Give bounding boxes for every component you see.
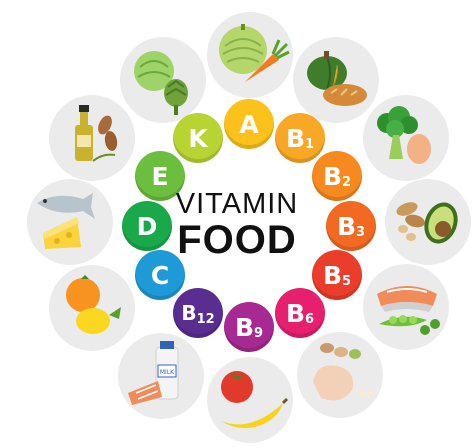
orange-lemon-illustration <box>66 275 121 334</box>
vitamin-b3-letter: B <box>336 211 356 241</box>
vitamin-b6-letter: B <box>285 298 305 328</box>
vitamin-b5-letter: B <box>322 260 342 290</box>
tomato-banana-illustration <box>221 371 289 429</box>
vitamin-b12-sub: 12 <box>196 311 215 327</box>
vitamin-d-letter: D <box>136 211 158 241</box>
oil-almonds-illustration <box>75 105 118 162</box>
title-line-vitamin: VITAMIN <box>175 188 299 220</box>
vitamin-k-badge: K <box>173 113 223 163</box>
food-circle-peanuts-avocado <box>385 179 471 265</box>
pumpkin-bread-illustration <box>307 51 367 106</box>
cabbage-artichoke-illustration <box>134 51 188 115</box>
title-line-food: FOOD <box>177 218 297 262</box>
vitamin-a-badge: A <box>224 99 274 149</box>
center-title: VITAMIN FOOD <box>176 188 298 260</box>
peanuts-avocado-illustration <box>396 202 458 244</box>
vitamin-b6-sub: 6 <box>305 311 315 327</box>
vitamin-k-letter: K <box>188 123 208 153</box>
food-circle-cheese-fish <box>27 179 113 265</box>
vitamin-b9-sub: 9 <box>254 325 264 341</box>
food-circle-nuts-chicken <box>297 332 383 418</box>
food-circle-broccoli-egg <box>363 95 449 181</box>
food-circle-oil-almonds <box>49 95 135 181</box>
food-circle-milk-fish: MILK <box>118 333 204 419</box>
food-circle-salmon-peas <box>363 264 449 350</box>
vitamin-b3-sub: 3 <box>356 224 366 240</box>
food-circle-melon-carrot <box>207 12 293 98</box>
food-circle-pumpkin-bread <box>293 37 379 123</box>
vitamin-d-badge: D <box>122 201 172 251</box>
cheese-fish-illustration <box>37 193 95 249</box>
milk-fish-illustration: MILK <box>128 341 179 405</box>
vitamin-b1-letter: B <box>285 123 305 153</box>
vitamin-b12-letter: B <box>181 301 197 325</box>
food-circle-cabbage-artichoke <box>120 37 206 123</box>
vitamin-e-badge: E <box>135 151 185 201</box>
vitamin-e-letter: E <box>151 161 169 191</box>
milk-label: MILK <box>160 369 175 376</box>
vitamin-b5-sub: 5 <box>342 273 352 289</box>
vitamin-b2-letter: B <box>322 161 342 191</box>
melon-carrot-illustration <box>219 24 290 82</box>
vitamin-c-letter: C <box>150 260 170 290</box>
vitamin-b2-sub: 2 <box>342 174 352 190</box>
food-circle-orange-lemon <box>49 265 135 351</box>
vitamin-c-badge: C <box>135 250 185 300</box>
vitamin-b9-letter: B <box>234 312 254 342</box>
vitamin-b1-sub: 1 <box>305 136 315 152</box>
food-circle-tomato-banana <box>207 357 293 443</box>
broccoli-egg-illustration <box>377 106 431 164</box>
salmon-peas-illustration <box>377 286 440 335</box>
vitamin-a-letter: A <box>239 109 259 139</box>
nuts-chicken-illustration <box>313 343 373 401</box>
